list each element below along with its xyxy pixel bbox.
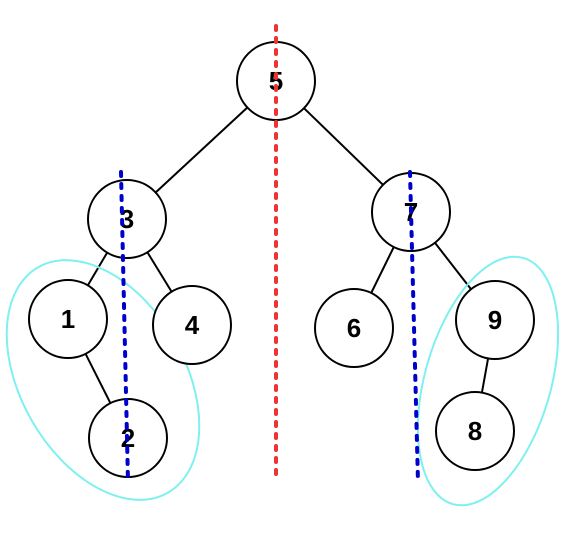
- node-circle: [28, 279, 108, 359]
- node-label: 1: [61, 304, 75, 334]
- node-circle: [455, 280, 535, 360]
- edge-1-2: [84, 353, 112, 404]
- node-circle: [314, 288, 394, 368]
- node-circle: [152, 285, 232, 365]
- tree-node-1: 1: [28, 279, 108, 359]
- node-circle: [87, 179, 167, 259]
- right-divider-blue: [408, 170, 420, 484]
- edge-5-3: [154, 106, 249, 194]
- edge-9-8: [480, 358, 490, 393]
- group-ellipse-9-8: [416, 255, 560, 507]
- edge-5-7: [303, 107, 384, 186]
- edge-3-1: [86, 252, 109, 286]
- tree-node-3: 3: [87, 179, 167, 259]
- tree-node-9: 9: [455, 280, 535, 360]
- edge-3-4: [146, 251, 173, 293]
- group-ellipse-1-2: [5, 259, 201, 501]
- node-label: 5: [269, 66, 283, 96]
- dividers-layer: [119, 24, 420, 484]
- node-circle: [435, 391, 515, 471]
- node-label: 9: [488, 305, 502, 335]
- node-label: 6: [347, 313, 361, 343]
- tree-node-6: 6: [314, 288, 394, 368]
- node-label: 8: [468, 416, 482, 446]
- tree-node-4: 4: [152, 285, 232, 365]
- tree-node-8: 8: [435, 391, 515, 471]
- left-divider-blue: [119, 170, 130, 484]
- edge-7-6: [370, 246, 395, 294]
- groups-layer: [5, 255, 560, 507]
- node-label: 4: [185, 310, 200, 340]
- edges-layer: [84, 106, 490, 404]
- edge-7-9: [434, 242, 472, 290]
